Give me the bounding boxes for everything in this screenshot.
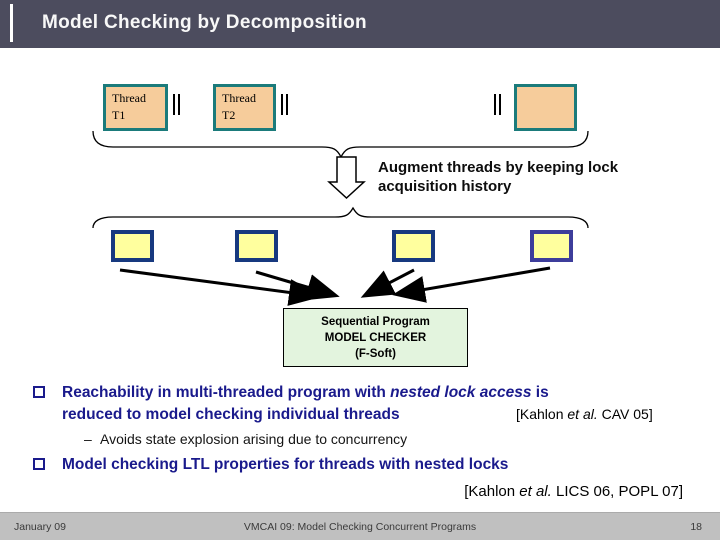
- footer-conference: VMCAI 09: Model Checking Concurrent Prog…: [243, 521, 477, 533]
- footer-page-number: 18: [690, 521, 702, 533]
- citation-text: CAV 05]: [597, 406, 653, 422]
- arrow-thread4-to-checker: [392, 266, 551, 303]
- parallel-composition-icon: [494, 94, 501, 115]
- underbrace-threads: [92, 130, 589, 159]
- augment-caption: Augment threads by keeping lock acquisit…: [378, 159, 619, 195]
- citation-text: LICS 06, POPL 07]: [551, 483, 683, 500]
- model-checker-box: Sequential Program MODEL CHECKER (F-Soft…: [283, 308, 468, 367]
- augmented-thread-box-1: [111, 230, 154, 262]
- citation-etal: et al.: [519, 483, 552, 500]
- title-bar: Model Checking by Decomposition: [0, 0, 720, 48]
- bullet-reachability: Reachability in multi-threaded program w…: [62, 382, 622, 426]
- dash-bullet-icon: –: [84, 431, 92, 447]
- checker-line1: Sequential Program: [321, 316, 430, 328]
- footer-date: January 09: [14, 521, 66, 533]
- bullet1-line2: reduced to model checking individual thr…: [62, 406, 400, 423]
- citation-etal: et al.: [567, 406, 598, 422]
- thread-box-tn: [514, 84, 577, 131]
- citation-text: [Kahlon: [516, 406, 568, 422]
- augmented-thread-box-3: [392, 230, 435, 262]
- slide-title: Model Checking by Decomposition: [42, 12, 367, 33]
- thread-box-t1: Thread T1: [103, 84, 168, 131]
- overbrace-augmented-threads: [92, 206, 589, 229]
- parallel-composition-icon: [281, 94, 288, 115]
- augmented-thread-box-4: [530, 230, 573, 262]
- augmented-thread-box-2: [235, 230, 278, 262]
- arrow-thread3-to-checker: [360, 268, 415, 298]
- down-block-arrow: [327, 156, 366, 200]
- title-accent-line: [10, 4, 13, 42]
- bullet-square-icon: [33, 386, 45, 398]
- bullet1-text-end: is: [531, 384, 549, 401]
- citation-cav05: [Kahlon et al. CAV 05]: [516, 406, 653, 422]
- bullet-square-icon: [33, 458, 45, 470]
- citation-lics-popl: [Kahlon et al. LICS 06, POPL 07]: [464, 483, 683, 500]
- bullet1-text: Reachability in multi-threaded program w…: [62, 384, 391, 401]
- thread-box-t2: Thread T2: [213, 84, 276, 131]
- bullet-ltl: Model checking LTL properties for thread…: [62, 456, 509, 473]
- bullet1-italic-text: nested lock access: [390, 384, 532, 401]
- arrow-thread2-to-checker: [255, 270, 340, 301]
- checker-line2: MODEL CHECKER: [324, 332, 427, 344]
- arrow-thread1-to-checker: [119, 268, 322, 306]
- footer-bar: January 09 VMCAI 09: Model Checking Conc…: [0, 512, 720, 540]
- sub-bullet-state-explosion: –Avoids state explosion arising due to c…: [84, 430, 644, 448]
- sub-bullet-text: Avoids state explosion arising due to co…: [100, 431, 408, 447]
- citation-text: [Kahlon: [464, 483, 520, 500]
- checker-line3: (F-Soft): [355, 348, 396, 360]
- parallel-composition-icon: [173, 94, 180, 115]
